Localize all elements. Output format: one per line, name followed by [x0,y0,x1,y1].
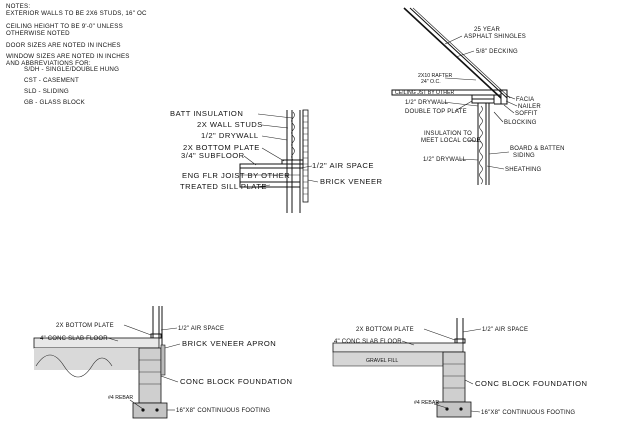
label-top-plate: DOUBLE TOP PLATE [405,109,467,115]
label-rafter-2: 24" O.C. [421,79,441,85]
label-gravel-fill: GRAVEL FILL [366,358,398,364]
label-drywall-top: 1/2" DRYWALL [405,100,449,106]
label-sill-plate: TREATED SILL PLATE [180,182,267,191]
notes-title: NOTES: [6,3,30,10]
eave-section-detail: 25 YEAR ASPHALT SHINGLES 5/8" DECKING 2X… [391,7,565,185]
label-left-foundation: CONC BLOCK FOUNDATION [180,377,292,386]
note-line: S/DH - SINGLE/DOUBLE HUNG [24,66,119,73]
label-right-bottom-plate: 2X BOTTOM PLATE [356,327,414,333]
label-sheathing: SHEATHING [505,167,541,173]
label-right-foundation: CONC BLOCK FOUNDATION [475,379,587,388]
eave-drawing [391,7,511,185]
label-rafter-1: 2X10 RAFTER [418,73,453,79]
label-right-footing: 16"X8" CONTINUOUS FOOTING [481,410,575,416]
label-insulation-1: INSULATION TO [424,131,472,137]
label-batt-insulation: BATT INSULATION [170,109,243,118]
label-drywall-bottom: 1/2" DRYWALL [423,157,467,163]
label-left-apron: BRICK VENEER APRON [182,339,276,348]
label-subfloor: 3/4" SUBFLOOR [181,151,245,160]
label-insulation-2: MEET LOCAL CODE [421,138,481,144]
footing-right-drawing: GRAVEL FILL [332,318,472,418]
label-board-batten-2: SIDING [513,153,535,159]
footing-left-drawing [33,306,168,419]
label-left-bottom-plate: 2X BOTTOM PLATE [56,323,114,329]
label-drywall: 1/2" DRYWALL [201,131,259,140]
wall-drawing [239,109,309,213]
label-ceiling-joist: CEILING JST BY OTHER [395,90,454,96]
label-board-batten-1: BOARD & BATTEN [510,146,565,152]
label-wall-studs: 2X WALL STUDS [197,120,263,129]
label-left-air-space: 1/2" AIR SPACE [178,326,224,332]
label-bottom-plate: 2X BOTTOM PLATE [183,143,260,152]
label-right-air-space: 1/2" AIR SPACE [482,327,528,333]
note-line: EXTERIOR WALLS TO BE 2X6 STUDS, 16" OC [6,10,147,17]
note-line: CEILING HEIGHT TO BE 9'-0" UNLESS [6,23,123,30]
label-fascia: FACIA [516,97,534,103]
label-soffit: SOFFIT [515,111,538,117]
label-blocking: BLOCKING [504,120,537,126]
label-left-rebar: #4 REBAR [108,395,133,401]
label-right-slab: 4" CONC SLAB FLOOR [334,339,402,345]
note-line: WINDOW SIZES ARE NOTED IN INCHES [6,53,130,60]
footing-left-detail: 2X BOTTOM PLATE 4" CONC SLAB FLOOR 1/2" … [33,306,292,419]
note-line: GB - GLASS BLOCK [24,99,86,106]
label-left-slab: 4" CONC SLAB FLOOR [40,336,108,342]
note-line: CST - CASEMENT [24,77,79,84]
label-shingles-1: 25 YEAR [474,27,500,33]
label-joist: ENG FLR JOIST BY OTHER [182,171,290,180]
label-nailer: NAILER [518,104,541,110]
note-line: DOOR SIZES ARE NOTED IN INCHES [6,42,121,49]
wall-section-detail: BATT INSULATION 2X WALL STUDS 1/2" DRYWA… [170,109,383,213]
label-shingles-2: ASPHALT SHINGLES [464,34,526,40]
note-line: AND ABBREVIATIONS FOR: [6,60,91,67]
note-line: SLD - SLIDING [24,88,69,95]
label-air-space: 1/2" AIR SPACE [312,161,374,170]
label-right-rebar: #4 REBAR [414,400,439,406]
note-line: OTHERWISE NOTED [6,30,70,37]
notes-block: NOTES: EXTERIOR WALLS TO BE 2X6 STUDS, 1… [6,3,147,106]
footing-right-detail: GRAVEL FILL 2X BOTTOM PLATE 4" CONC SLAB… [332,318,587,418]
label-brick-veneer: BRICK VENEER [320,177,383,186]
label-decking: 5/8" DECKING [476,49,518,55]
label-left-footing: 16"X8" CONTINUOUS FOOTING [176,408,270,414]
